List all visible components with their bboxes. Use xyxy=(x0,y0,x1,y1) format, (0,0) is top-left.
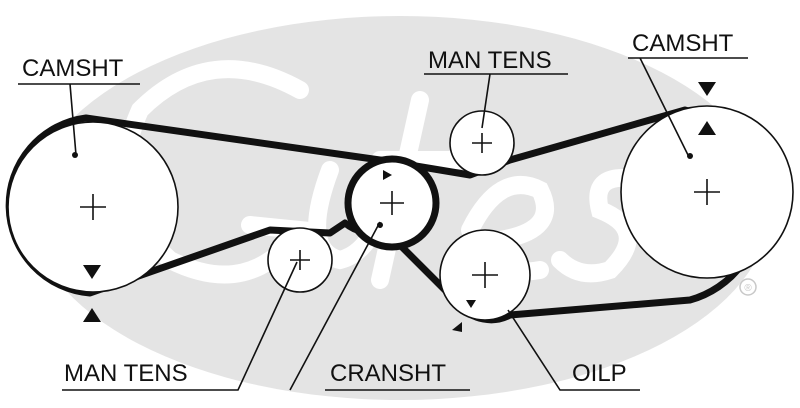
leader-tensioner-top xyxy=(424,73,568,129)
tensioner-bottom-pulley xyxy=(267,227,333,293)
timing-mark-left-lower xyxy=(83,308,101,322)
registered-mark-icon xyxy=(739,278,757,296)
leader-oil-pump xyxy=(507,309,640,391)
registered-mark: ® xyxy=(744,283,752,294)
leader-camshaft-right xyxy=(628,57,748,156)
label-camshaft-left: CAMSHT xyxy=(22,55,124,82)
label-oil-pump: OILP xyxy=(572,360,627,387)
timing-mark-right-upper xyxy=(698,82,716,96)
oil-pump-pulley xyxy=(439,229,531,321)
camshaft-right-pulley xyxy=(620,105,794,279)
timing-marks xyxy=(83,82,716,332)
leader-tensioner-bottom xyxy=(62,261,298,391)
label-tensioner-top: MAN TENS xyxy=(428,47,552,74)
tensioner-top-pulley xyxy=(449,110,515,176)
timing-mark-left-upper xyxy=(83,265,101,279)
leader-crankshaft xyxy=(289,221,470,391)
crankshaft-pulley xyxy=(344,155,440,251)
timing-mark-right-lower xyxy=(698,121,716,135)
camshaft-left-pulley xyxy=(7,121,179,293)
leader-camshaft-left xyxy=(18,83,140,156)
label-crankshaft: CRANSHT xyxy=(330,360,446,387)
leader-lines xyxy=(18,57,748,391)
label-tensioner-bottom: MAN TENS xyxy=(64,360,188,387)
label-camshaft-right: CAMSHT xyxy=(632,30,734,57)
timing-mark-bottom xyxy=(452,322,462,332)
